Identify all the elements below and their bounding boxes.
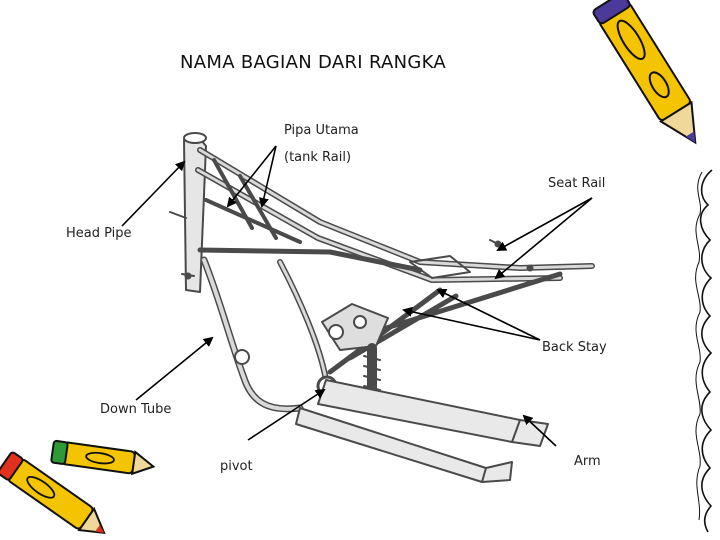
arrow-back-stay-1: [402, 306, 541, 341]
label-down-tube: Down Tube: [100, 402, 172, 417]
arrow-head-pipe: [121, 160, 186, 227]
pointer-arrows: [121, 145, 593, 447]
arrow-seat-rail-1: [496, 197, 593, 251]
label-arm: Arm: [574, 454, 601, 469]
arrow-back-stay-2: [436, 289, 541, 341]
arrow-tank-rail-1: [226, 145, 277, 208]
arrow-down-tube: [135, 336, 214, 401]
label-back-stay: Back Stay: [542, 340, 607, 355]
arrow-arm: [522, 414, 557, 447]
arrow-pivot: [247, 388, 326, 441]
scribble-border-right: [699, 169, 713, 533]
pencil-clipart-top-right: [592, 0, 697, 145]
label-seat-rail: Seat Rail: [548, 176, 606, 191]
label-pipa-utama: Pipa Utama: [284, 123, 359, 138]
arrow-tank-rail-2: [258, 145, 277, 208]
arrow-seat-rail-2: [494, 197, 593, 280]
motorcycle-frame-illustration: [169, 132, 595, 483]
label-pivot: pivot: [220, 459, 253, 474]
label-tank-rail: (tank Rail): [284, 150, 352, 165]
label-head-pipe: Head Pipe: [66, 226, 132, 241]
slide-title: NAMA BAGIAN DARI RANGKA: [180, 52, 447, 73]
pencils-clipart-bottom-left: [0, 439, 156, 535]
